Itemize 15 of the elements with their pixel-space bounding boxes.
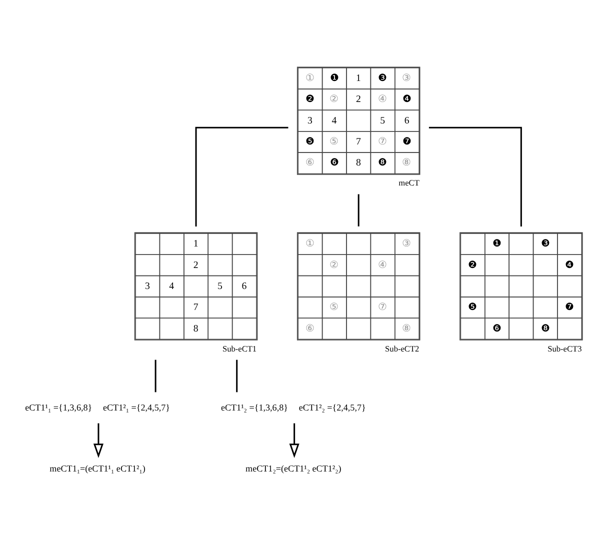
node-text: eCT1¹₁ ={1,3,6,8} eCT1²₁ ={2,4,5,7} <box>25 402 170 412</box>
node-text: meCT1₂=(eCT1¹₂ eCT1²₂) <box>246 464 342 474</box>
node-text: eCT1¹₂ ={1,3,6,8} eCT1²₂ ={2,4,5,7} <box>220 402 366 412</box>
arrow <box>93 423 104 458</box>
connector <box>236 360 238 392</box>
node-label: Sub-eCT3 <box>548 344 582 354</box>
connector <box>154 360 156 392</box>
arrow <box>289 423 300 458</box>
node-label: meCT <box>398 178 420 188</box>
connector <box>195 126 288 227</box>
connector <box>358 194 360 226</box>
connector <box>428 126 522 227</box>
node-label: Sub-eCT2 <box>385 344 420 354</box>
node-text: meCT1₁=(eCT1¹₁ eCT1²₁) <box>50 464 146 474</box>
node-label: Sub-eCT1 <box>222 344 257 354</box>
